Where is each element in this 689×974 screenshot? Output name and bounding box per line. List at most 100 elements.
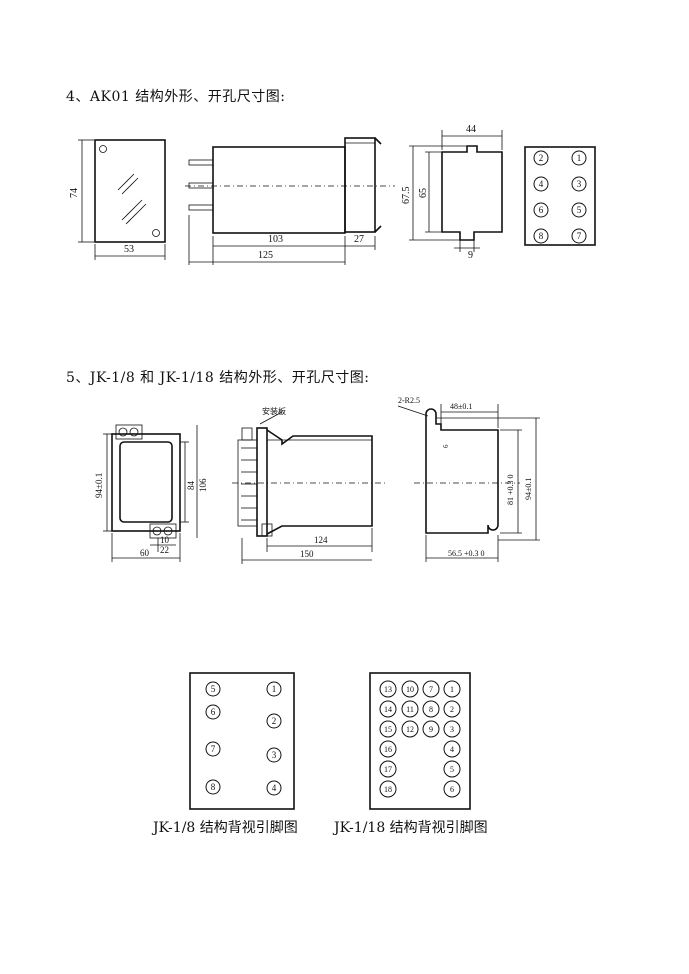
jk-front-inner-a: 84 [186,481,196,491]
pin-label: 4 [272,783,277,793]
jk-cut-bottom: 56.5 +0.3 0 [448,549,485,558]
pin-circle [401,720,419,738]
jk18-pin-panel [369,672,471,810]
pin-circle [422,720,440,738]
pin-circle [533,202,549,218]
pin-label: 6 [450,785,454,794]
pin-circle [401,700,419,718]
pin-label: 1 [577,153,582,163]
pin-label: 2 [272,716,277,726]
pin-label: 5 [211,684,216,694]
ak01-cutout-view: 44 67.5 65 9 [401,124,503,261]
pin-label: 10 [406,685,414,694]
jk8-pin-group: 5 1 6 2 7 3 8 4 [205,681,282,796]
jk-front-tab-a: 10 [160,535,170,545]
pin-label: 2 [450,705,454,714]
pin-label: 3 [450,725,454,734]
pin-label: 15 [384,725,392,734]
pin-circle [379,780,397,798]
jk-cut-height-inner: 81 +0.3 0 [506,474,515,505]
ak01-cutout-tab: 9 [468,250,473,261]
jk-front-width: 60 [140,548,150,558]
jk8-pin-panel [189,672,295,810]
jk-side-label: 安装板 [262,406,286,416]
section5-heading: 5、JK-1/8 和 JK-1/18 结构外形、开孔尺寸图: [66,370,370,386]
pin-label: 9 [429,725,433,734]
pin-label: 5 [450,765,454,774]
jk-front-view: 94±0.1 84 106 60 10 22 [94,424,208,562]
jk-front-height: 94±0.1 [94,473,104,498]
jk-cut-width: 48±0.1 [450,402,472,411]
pin-circle [379,760,397,778]
pin-label: 4 [450,745,454,754]
pin-label: 7 [211,744,216,754]
pin-label: 5 [577,205,582,215]
pin-circle [571,176,587,192]
pin-circle [443,780,461,798]
pin-circle [401,680,419,698]
section4-heading: 4、AK01 结构外形、开孔尺寸图: [66,89,286,105]
ak01-front-width: 53 [124,244,134,255]
jk-front-tab-b: 22 [160,545,169,555]
pin-circle [443,760,461,778]
pin-circle [266,747,282,763]
ak01-pin-view [524,146,596,246]
caption-jk8: JK-1/8 结构背视引脚图 [153,820,298,836]
pin-label: 3 [577,179,582,189]
ak01-side-body: 103 [268,234,283,245]
pin-label: 6 [539,205,544,215]
ak01-side-total: 125 [258,250,273,261]
pin-circle [533,150,549,166]
pin-label: 3 [272,750,277,760]
pin-label: 8 [539,231,544,241]
pin-circle [379,720,397,738]
pin-circle [379,740,397,758]
pin-circle [205,741,221,757]
ak01-front-view: 74 53 [69,139,166,260]
pin-circle [571,228,587,244]
pin-label: 1 [450,685,454,694]
pin-label: 14 [384,705,392,714]
pin-label: 16 [384,745,392,754]
pin-circle [571,202,587,218]
ak01-side-flange: 27 [354,234,364,245]
pin-circle [266,681,282,697]
pin-circle [443,700,461,718]
pin-circle [379,680,397,698]
jk-cut-hole: 2-R2.5 [398,396,420,405]
pin-label: 18 [384,785,392,794]
jk-cutout-view: 2-R2.5 48±0.1 6 81 +0.3 0 94±0.1 56.5 +0… [397,396,540,562]
ak01-cutout-height-outer: 67.5 [401,187,412,205]
pin-label: 6 [211,707,216,717]
pin-circle [266,780,282,796]
caption-jk18: JK-1/18 结构背视引脚图 [334,820,488,836]
pin-circle [205,779,221,795]
pin-label: 13 [384,685,392,694]
pin-circle [443,740,461,758]
pin-label: 1 [272,684,277,694]
pin-circle [422,680,440,698]
pin-label: 8 [429,705,433,714]
ak01-front-height: 74 [69,188,80,198]
ak01-cutout-height-inner: 65 [418,188,429,198]
jk-front-inner-b: 106 [198,478,208,492]
pin-label: 17 [384,765,392,774]
pin-circle [533,176,549,192]
pin-label: 7 [577,231,582,241]
pin-label: 8 [211,782,216,792]
pin-circle [571,150,587,166]
jk-side-view: 安装板 124 150 [232,406,385,564]
ak01-side-view: 103 27 125 [185,137,395,265]
pin-circle [443,720,461,738]
pin-label: 11 [406,705,414,714]
pin-circle [266,713,282,729]
jk-side-body: 124 [314,535,328,545]
pin-label: 2 [539,153,544,163]
pin-label: 7 [429,685,433,694]
pin-circle [443,680,461,698]
pin-circle [205,681,221,697]
pin-circle [422,700,440,718]
